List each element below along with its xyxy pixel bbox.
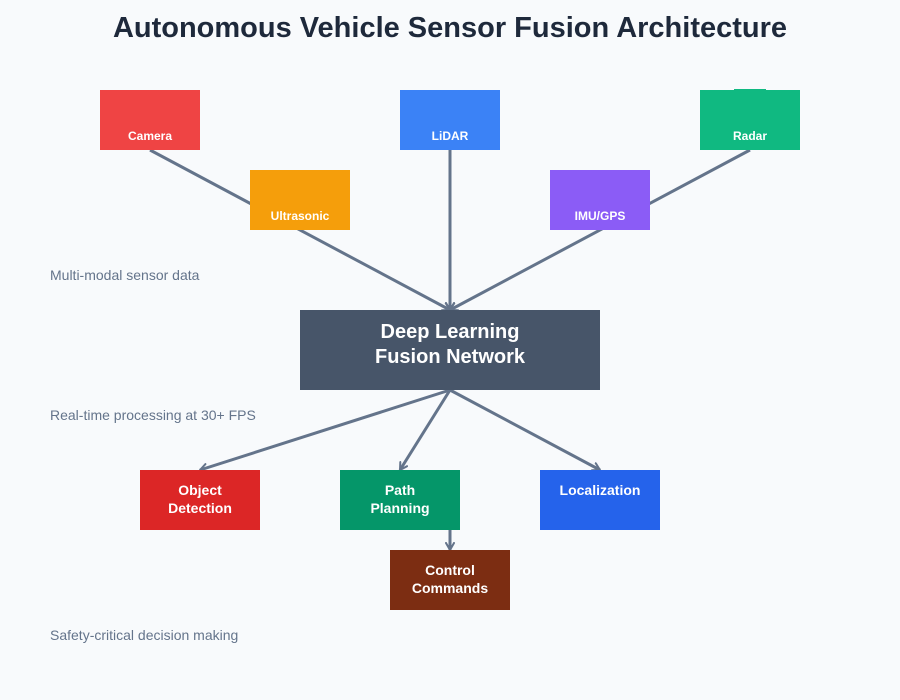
fusion-to-localization-arrow bbox=[449, 388, 601, 472]
diagram-title: Autonomous Vehicle Sensor Fusion Archite… bbox=[112, 12, 788, 44]
localization-label: Localization bbox=[559, 482, 641, 498]
ultrasonic-label: Ultrasonic bbox=[270, 209, 330, 223]
fusion-label-line-2: Fusion Network bbox=[374, 346, 525, 368]
path-planning-node: Path Planning bbox=[340, 470, 460, 530]
camera-label: Camera bbox=[127, 129, 173, 143]
control-commands-label-line-1: Control bbox=[425, 562, 475, 578]
processing-stage-note: Real-time processing at 30+ FPS bbox=[50, 407, 256, 423]
fusion-to-object-detection-arrow bbox=[199, 388, 451, 473]
lidar-node: LiDAR bbox=[400, 90, 500, 150]
radar-node: Radar bbox=[700, 90, 800, 150]
camera-node: Camera bbox=[100, 90, 200, 150]
decision-stage-note: Safety-critical decision making bbox=[50, 627, 239, 643]
path-planning-label-line-1: Path bbox=[384, 482, 416, 498]
radar-to-fusion-arrow bbox=[449, 148, 751, 312]
fusion-network-node: Deep Learning Fusion Network bbox=[300, 310, 600, 390]
object-detection-label-line-2: Detection bbox=[168, 500, 232, 516]
camera-to-fusion-arrow bbox=[149, 148, 451, 312]
object-detection-node: Object Detection bbox=[140, 470, 260, 530]
sensor-stage-note: Multi-modal sensor data bbox=[50, 267, 200, 283]
control-commands-label-line-2: Commands bbox=[411, 580, 489, 596]
imu-gps-label: IMU/GPS bbox=[574, 209, 626, 223]
imu-gps-node: IMU/GPS bbox=[550, 170, 650, 230]
path-planning-label-line-2: Planning bbox=[370, 500, 430, 516]
radar-label: Radar bbox=[732, 129, 767, 143]
fusion-to-path-planning-arrow bbox=[398, 389, 452, 471]
control-commands-node: Control Commands bbox=[390, 550, 510, 610]
ultrasonic-node: Ultrasonic bbox=[250, 170, 350, 230]
fusion-label-line-1: Deep Learning bbox=[380, 321, 520, 343]
lidar-label: LiDAR bbox=[431, 129, 469, 143]
object-detection-label-line-1: Object bbox=[178, 482, 222, 498]
localization-node: Localization bbox=[540, 470, 660, 530]
